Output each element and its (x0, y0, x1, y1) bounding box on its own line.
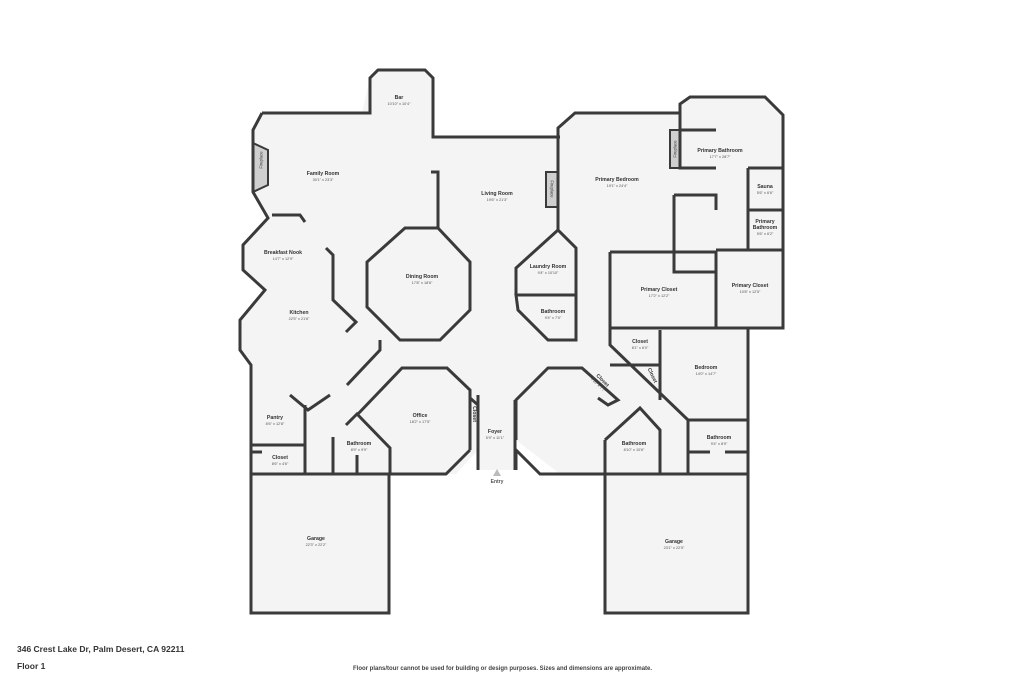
walls (238, 68, 785, 615)
room-dimensions: 8'9" x 9'9" (350, 447, 368, 452)
room-dimensions: 22'5" x 21'6" (288, 316, 310, 321)
room-name: Primary Closet (640, 286, 678, 293)
room-name: Kitchen (289, 309, 309, 316)
room-dimensions: 19'6" x 21'3" (486, 197, 508, 202)
dining-room-walls (365, 226, 472, 342)
disclaimer: Floor plans/tour cannot be used for buil… (353, 666, 653, 672)
room-name: Garage (665, 538, 683, 545)
floor-label: Floor 1 (17, 661, 46, 671)
room-dimensions: 22'3" x 22'2" (305, 542, 327, 547)
garage-left-floor (251, 475, 389, 613)
room-dimensions: 8'10" x 10'6" (623, 447, 645, 452)
kitchen-walls (251, 246, 382, 474)
room-name: Closet (470, 406, 477, 422)
room-dimensions: 19'1" x 24'4" (606, 183, 628, 188)
room-dimensions: 5'6" x 6'2" (756, 231, 774, 236)
room-dimensions: 8'6" x 4'6" (271, 461, 289, 466)
room-name: Bedroom (694, 364, 718, 371)
room-dimensions: 5'9" x 11'1" (485, 435, 505, 440)
room-dimensions: 9'4" x 8'9" (710, 441, 728, 446)
fireplace-label: Fireplace (549, 180, 555, 198)
room-dimensions: 9'4" x 7'0" (544, 315, 562, 320)
entry-label: Entry (490, 479, 504, 485)
garage-right-floor (605, 475, 748, 613)
room-name: Bathroom (540, 308, 566, 315)
room-name: Living Room (481, 190, 513, 197)
room-name: Bar (394, 94, 404, 101)
east-wing-walls (514, 366, 662, 474)
room-name: Family Room (306, 170, 340, 177)
room-name: Pantry (266, 414, 284, 421)
room-name: Foyer (487, 428, 503, 435)
room-name: Breakfast Nook (263, 249, 303, 256)
garage-walls (249, 475, 750, 615)
room-name: Bathroom (706, 434, 732, 441)
room-name: Garage (307, 535, 325, 542)
fireplace-label: Fireplace (672, 140, 678, 158)
room-name: Primary Bathroom (697, 147, 743, 154)
house-floor (240, 70, 783, 474)
room-name: Sauna (757, 183, 773, 190)
room-dimensions: 14'7" x 12'9" (272, 256, 294, 261)
room-label: Closet (470, 406, 477, 422)
floor-fill (240, 70, 783, 613)
room-dimensions: 8'6" x 12'8" (265, 421, 285, 426)
room-dimensions: 8'1" x 6'0" (631, 345, 649, 350)
room-name: Closet (272, 454, 288, 461)
room-dimensions: 18'2" x 17'5" (409, 419, 431, 424)
room-name: Office (412, 412, 428, 419)
room-name: Laundry Room (529, 263, 567, 270)
fireplace-label: Fireplace (258, 151, 264, 169)
family-room-walls (272, 135, 560, 228)
room-name: Closet (632, 338, 648, 345)
room-name: Bathroom (621, 440, 647, 447)
room-dimensions: 17'8" x 18'6" (411, 280, 433, 285)
room-dimensions: 17'7" x 28'7" (709, 154, 731, 159)
room-dimensions: 17'2" x 12'2" (648, 293, 670, 298)
room-name: Primary Bedroom (595, 176, 639, 183)
laundry-walls (514, 137, 578, 342)
room-dimensions: 10'8" x 12'5" (739, 289, 761, 294)
room-name: Primary Closet (731, 282, 769, 289)
room-name: Dining Room (405, 273, 439, 280)
room-dimensions: 10'10" x 10'4" (387, 101, 411, 106)
bedroom-walls (608, 328, 748, 474)
room-name: Primary Bathroom (752, 218, 778, 231)
room-dimensions: 5'6" x 6'6" (756, 190, 774, 195)
room-dimensions: 30'1" x 23'3" (312, 177, 334, 182)
room-dimensions: 9'4" x 10'10" (537, 270, 559, 275)
room-dimensions: 14'0" x 14'7" (695, 371, 717, 376)
property-address: 346 Crest Lake Dr, Palm Desert, CA 92211 (17, 644, 185, 654)
entry-arrow-icon (493, 469, 501, 476)
room-dimensions: 23'1" x 22'5" (663, 545, 685, 550)
room-name: Bathroom (346, 440, 372, 447)
